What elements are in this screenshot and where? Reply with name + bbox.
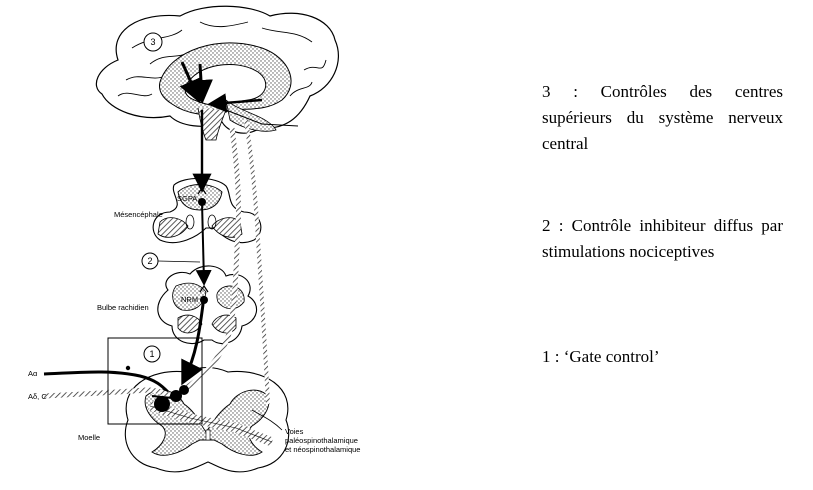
- a-alpha-label: Aα: [28, 369, 38, 378]
- a-delta-c-label: Aδ, C: [28, 392, 47, 401]
- svg-text:1: 1: [149, 349, 154, 359]
- mesencephalon-section: [153, 178, 261, 242]
- marker-1: 1: [144, 346, 160, 362]
- sgpa-label: SGPA: [177, 194, 197, 203]
- marker-3: 3: [144, 33, 162, 51]
- pain-pathway-diagram: SGPA Mésencéphale NRM Bulbe rachidien Mo…: [0, 0, 520, 490]
- voies-label-line1: Voies: [285, 427, 304, 436]
- spinal-cord-section: [125, 368, 288, 472]
- brain: [96, 6, 338, 140]
- svg-text:3: 3: [150, 37, 155, 47]
- nrm-label: NRM: [181, 295, 198, 304]
- medulla-section: [158, 266, 257, 344]
- legend-item-1: 1 : ‘Gate control’: [542, 344, 783, 370]
- marker-2: 2: [142, 253, 200, 269]
- mesencephale-label: Mésencéphale: [114, 210, 163, 219]
- voies-label-line2: paléospinothalamique: [285, 436, 358, 445]
- legend-item-2: 2 : Contrôle inhibiteur diffus par stimu…: [542, 213, 783, 265]
- voies-label-line3: et néospinothalamique: [285, 445, 360, 454]
- svg-text:2: 2: [147, 256, 152, 266]
- moelle-label: Moelle: [78, 433, 100, 442]
- bulbe-label: Bulbe rachidien: [97, 303, 149, 312]
- legend-item-3: 3 : Contrôles des centres supérieurs du …: [542, 79, 783, 157]
- afferent-fibers: [44, 366, 189, 412]
